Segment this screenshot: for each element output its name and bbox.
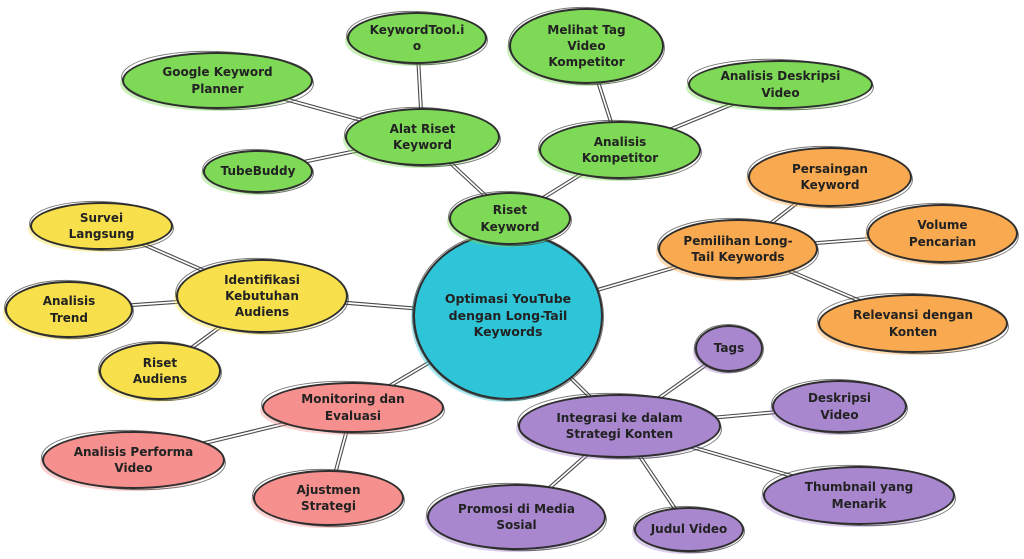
node-tags[interactable]: Tags — [695, 325, 763, 372]
node-ajustmen-strategi[interactable]: Ajustmen Strategi — [253, 470, 404, 526]
node-analisis-performa-video[interactable]: Analisis Performa Video — [42, 431, 225, 489]
node-thumbnail-yang-menarik[interactable]: Thumbnail yang Menarik — [763, 466, 955, 525]
node-pemilihan-long-tail-keywords[interactable]: Pemilihan Long- Tail Keywords — [658, 219, 818, 279]
node-alat-riset-keyword[interactable]: Alat Riset Keyword — [345, 108, 500, 166]
node-volume-pencarian[interactable]: Volume Pencarian — [867, 204, 1018, 263]
node-tubebuddy[interactable]: TubeBuddy — [203, 150, 313, 193]
node-google-keyword-planner[interactable]: Google Keyword Planner — [122, 52, 313, 109]
node-relevansi-dengan-konten[interactable]: Relevansi dengan Konten — [818, 294, 1008, 353]
node-judul-video[interactable]: Judul Video — [634, 507, 744, 552]
node-central-topic[interactable]: Optimasi YouTube dengan Long-Tail Keywor… — [413, 232, 603, 400]
node-riset-keyword[interactable]: Riset Keyword — [449, 192, 571, 245]
node-keywordtool-io[interactable]: KeywordTool.i o — [347, 12, 487, 64]
node-analisis-trend[interactable]: Analisis Trend — [5, 281, 133, 338]
node-analisis-deskripsi-video[interactable]: Analisis Deskripsi Video — [688, 60, 873, 109]
node-integrasi-ke-dalam-strategi-konten[interactable]: Integrasi ke dalam Strategi Konten — [518, 394, 721, 458]
node-melihat-tag-video-kompetitor[interactable]: Melihat Tag Video Kompetitor — [509, 8, 664, 84]
node-survei-langsung[interactable]: Survei Langsung — [30, 202, 173, 250]
node-riset-audiens[interactable]: Riset Audiens — [99, 342, 221, 400]
node-persaingan-keyword[interactable]: Persaingan Keyword — [748, 147, 912, 207]
node-monitoring-dan-evaluasi[interactable]: Monitoring dan Evaluasi — [262, 382, 444, 433]
node-deskripsi-video[interactable]: Deskripsi Video — [772, 380, 907, 433]
node-identifikasi-kebutuhan-audiens[interactable]: Identifikasi Kebutuhan Audiens — [176, 259, 348, 333]
node-analisis-kompetitor[interactable]: Analisis Kompetitor — [539, 121, 701, 179]
node-promosi-di-media-sosial[interactable]: Promosi di Media Sosial — [427, 484, 606, 550]
